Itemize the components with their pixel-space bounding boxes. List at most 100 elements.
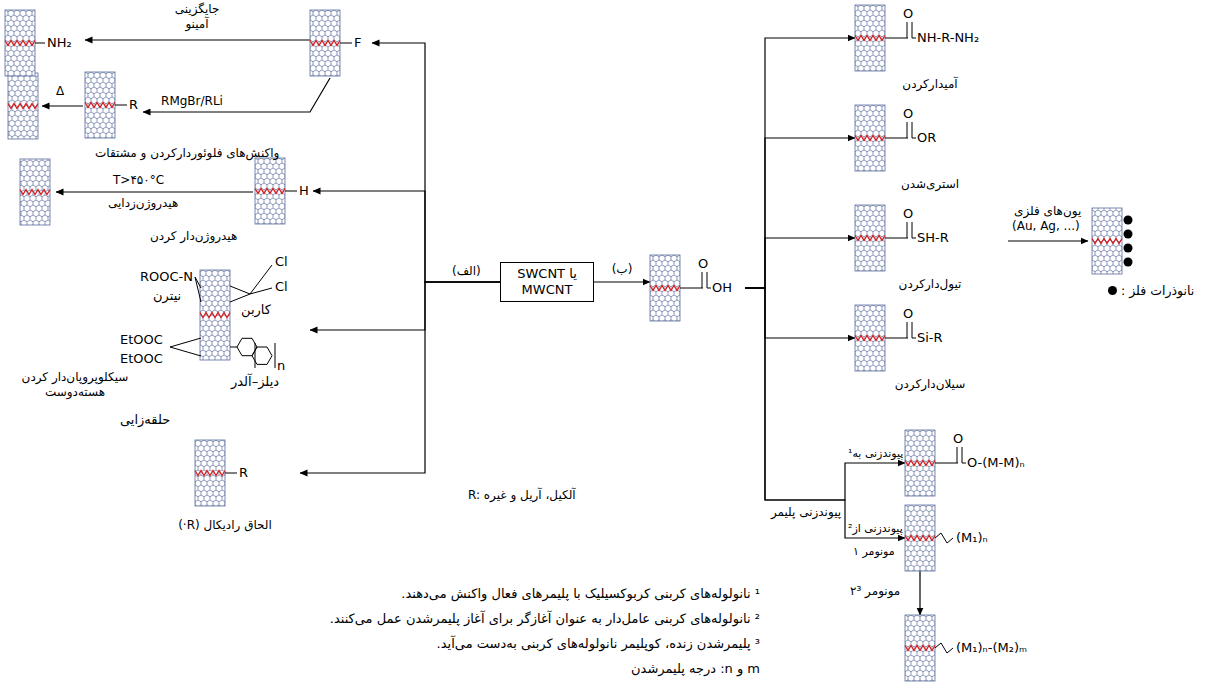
node-text: Si-R [917, 330, 943, 345]
node-text: NH₂ [47, 35, 72, 50]
node-text: EtOOC [120, 332, 163, 347]
nanotube [855, 105, 885, 171]
footnote: m و n: درجه پلیمرشدن [240, 661, 760, 677]
edge-label: پیوندزنی پلیمر [768, 505, 844, 520]
connector [919, 571, 920, 615]
annotation: پیوندزنی به¹ [848, 446, 903, 461]
node-text: استری‌شدن [855, 177, 1005, 192]
nanotube [855, 205, 885, 271]
nanotube [1092, 208, 1122, 274]
annotation: Δ [56, 84, 64, 99]
footnote: ¹ نانولوله‌های کربنی کربوکسیلیک با پلیمر… [240, 586, 760, 602]
node-text: آمیدارکردن [855, 77, 1005, 92]
connector [313, 191, 500, 282]
node-text: O [903, 6, 913, 21]
nanotube [195, 440, 225, 506]
chemical-bond [285, 191, 297, 192]
nanotube-drawing [150, 440, 300, 550]
node-text: O [903, 106, 913, 121]
nanotube-node: O Si-R سیلان‌دارکردن [855, 305, 1005, 395]
node-text: SH-R [917, 230, 949, 245]
node-text: R [239, 465, 248, 480]
node-text: R [129, 97, 138, 112]
chemical-bond [35, 43, 45, 44]
chemical-bond [935, 447, 966, 463]
nanotube [8, 73, 38, 139]
connector [745, 288, 905, 538]
chemical-bond [885, 122, 916, 138]
node-text: NH-R-NH₂ [917, 30, 979, 45]
node-text: کاربن [241, 302, 271, 317]
node-text: ROOC-N [140, 269, 193, 284]
legend-text: نانوذرات فلز : [1121, 283, 1194, 298]
annotation: T>۴۵۰°C [113, 173, 164, 188]
nanotube [855, 305, 885, 371]
node-text: دیلز–آلدر [231, 374, 279, 389]
node-text: Cl [275, 254, 288, 269]
chemical-bond [115, 105, 127, 106]
annotation: (الف) [452, 264, 481, 279]
annotation: پیوندزنی از² [848, 521, 903, 536]
connector [745, 288, 855, 338]
connector [143, 78, 330, 112]
node-text: حلقه‌زایی [120, 412, 170, 427]
nanotube-node: OORاستری‌شدن [855, 105, 1005, 195]
connector [310, 282, 500, 330]
node-text: سیکلوپروپان‌دار کردن هسته‌دوست [5, 370, 145, 400]
node-text: O [953, 431, 963, 446]
annotation: واکنش‌های فلوئوردارکردن و مشتقات [95, 146, 279, 161]
annotation: هیدروژن‌زدایی [108, 196, 178, 211]
nanotube [85, 72, 115, 138]
connector [594, 281, 650, 282]
nanotube-group [8, 73, 1122, 274]
node-text: O [903, 206, 913, 221]
node-text: Cl [275, 279, 288, 294]
node-text: EtOOC [120, 351, 163, 366]
process-box: SWCNT یا MWCNT [500, 262, 594, 302]
nanotube-node: Rالحاق رادیکال (R·) [150, 440, 300, 550]
chemical-bond [885, 22, 916, 38]
node-text: O [903, 306, 913, 321]
nanotube [255, 158, 285, 224]
connector [745, 38, 855, 288]
node-text: تیول‌دارکردن [855, 277, 1005, 292]
nanotube-node: F [310, 10, 372, 78]
connector [85, 39, 310, 40]
nanotube [20, 159, 50, 225]
annotation: یون‌های فلزی [1014, 204, 1081, 219]
reaction-arrow [42, 105, 83, 106]
footnote: ³ پلیمرشدن زنده، کوپلیمر نانولوله‌های کر… [240, 636, 760, 652]
node-text: سیلان‌دارکردن [855, 377, 1005, 392]
nanotube-node: H [255, 158, 313, 226]
nanotube-node: R [85, 72, 143, 140]
chemical-bond [935, 533, 953, 543]
metal-nanoparticles [1124, 216, 1133, 267]
nanotube [855, 5, 885, 71]
box-label: SWCNT یا MWCNT [507, 266, 587, 298]
nanotube-node: ROOC-NنیترنClClکاربنEtOOCEtOOCسیکلوپروپا… [5, 250, 310, 435]
connector [745, 238, 855, 288]
connector [300, 282, 500, 473]
nanotube-node: OOH [650, 255, 745, 325]
connector [745, 138, 855, 288]
nanotube [310, 10, 340, 76]
edge-label: RMgBr/RLi [150, 94, 234, 109]
chemical-bond [935, 643, 953, 653]
connector [372, 43, 500, 282]
nanotube-drawing [5, 10, 85, 78]
node-text: n [277, 358, 285, 373]
nanotube-drawing [310, 10, 372, 78]
edge-label: (ب) [610, 262, 635, 277]
connector [745, 288, 905, 500]
legend-swatch [1108, 286, 1117, 295]
nanotube-node: O NH-R-NH₂ آمیدارکردن [855, 5, 1005, 95]
annotation: مونومر ۱ [853, 544, 895, 559]
nanotube [5, 10, 35, 76]
edge-label: مونومر ۲³ [848, 584, 902, 599]
nanotube [905, 430, 935, 496]
footnote: ² نانولوله‌های کربنی عامل‌دار به عنوان آ… [240, 611, 760, 627]
nanotube-node: (M₁)ₙ [905, 505, 1005, 571]
chemical-bond [680, 272, 711, 288]
legend-row: نانوذرات فلز : [1108, 283, 1194, 298]
node-text: F [354, 35, 361, 50]
